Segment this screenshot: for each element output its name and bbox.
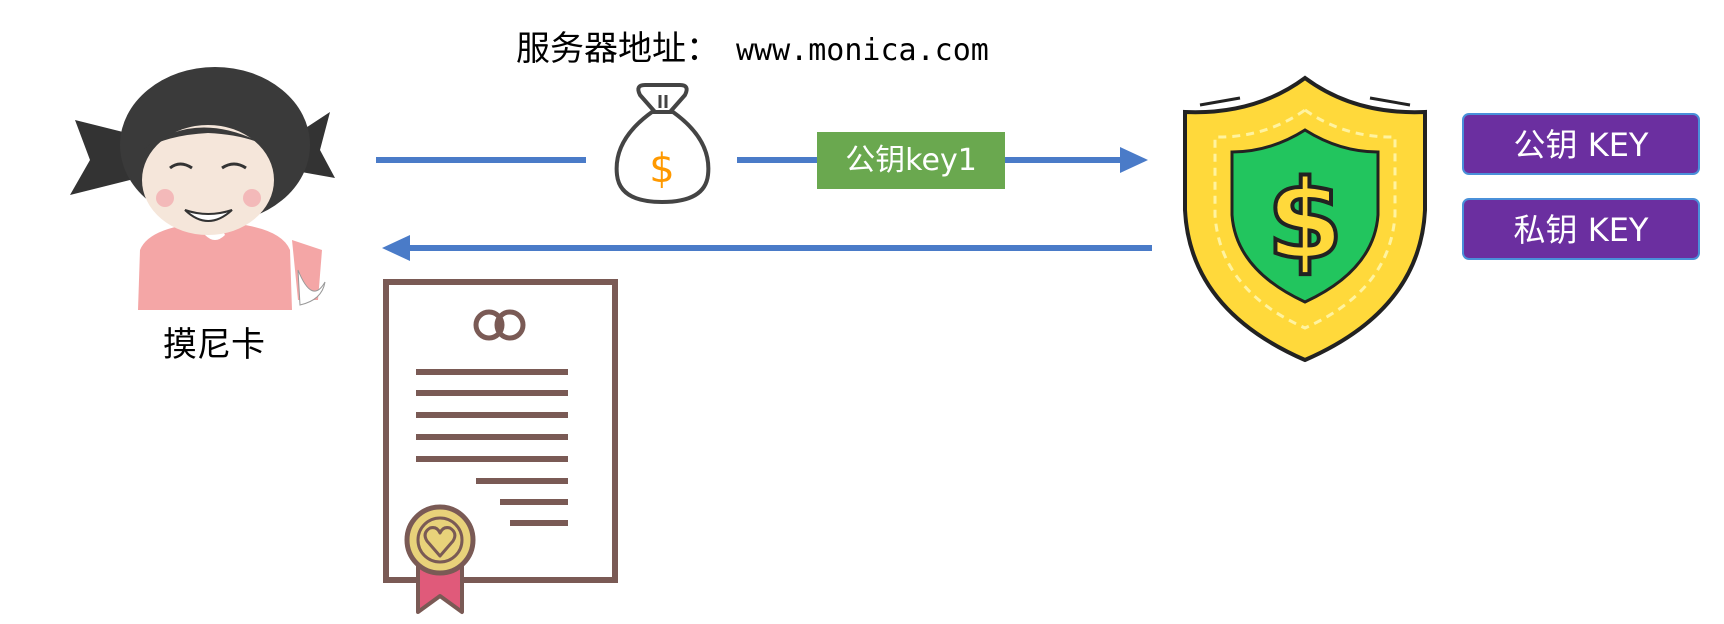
request-arrow-head — [1120, 147, 1148, 173]
shield-dollar-icon: $ — [1183, 75, 1427, 363]
dollar-icon: $ — [649, 146, 674, 192]
private-key-badge — [1462, 198, 1700, 260]
certificate-icon — [383, 279, 618, 614]
response-arrow-head — [382, 235, 410, 261]
arrow-label-text: 公钥key1 — [845, 143, 977, 178]
private-key-text: 私钥 KEY — [1514, 211, 1649, 249]
girl-avatar-icon — [70, 67, 335, 310]
server-address-label: 服务器地址： — [516, 29, 720, 69]
public-key-text: 公钥 KEY — [1514, 126, 1649, 164]
public-key-badge — [1462, 113, 1700, 175]
client-name: 摸尼卡 — [163, 325, 265, 365]
arrow-label-box — [817, 132, 1005, 189]
server-address-value: www.monica.com — [736, 33, 989, 68]
shield-dollar-sign: $ — [1267, 156, 1344, 284]
money-bag-icon: $ — [614, 83, 711, 204]
